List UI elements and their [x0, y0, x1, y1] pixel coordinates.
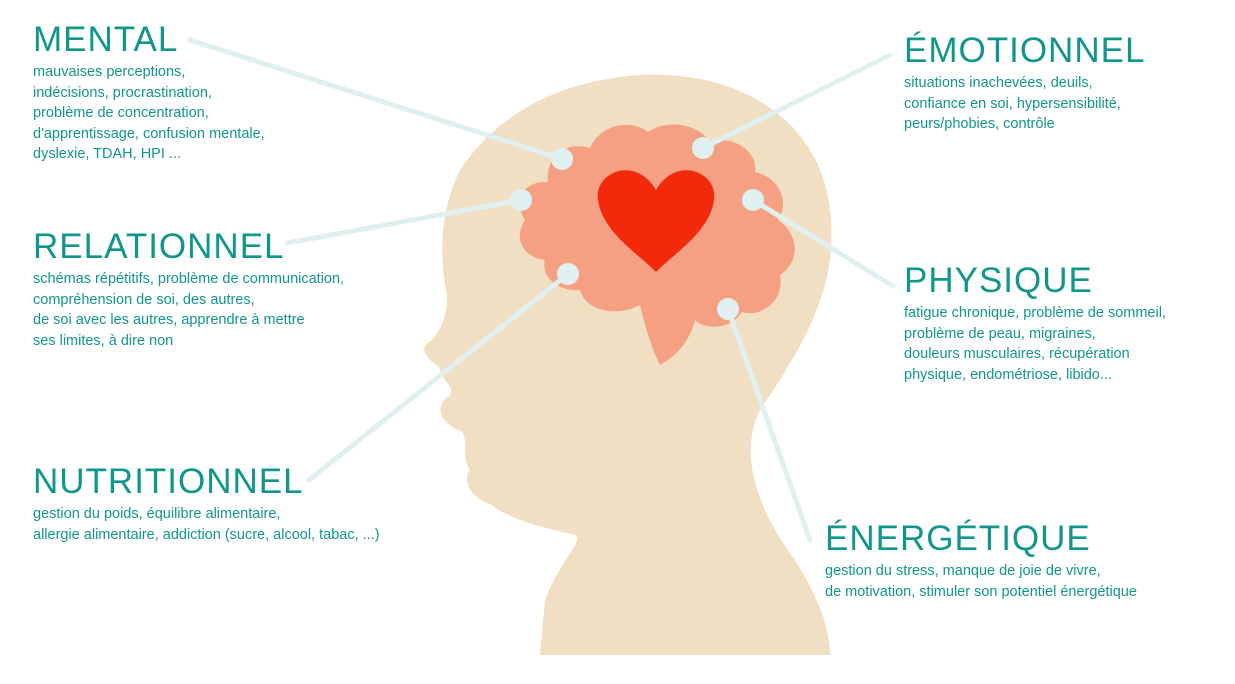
connector-dot-relationnel [510, 189, 532, 211]
section-text-nutritionnel: gestion du poids, équilibre alimentaire,… [33, 504, 380, 545]
connector-energetique [725, 306, 813, 543]
connector-dot-nutritionnel [557, 263, 579, 285]
text-line: situations inachevées, deuils, [904, 75, 1093, 91]
section-physique: PHYSIQUE fatigue chronique, problème de … [904, 263, 1166, 385]
text-line: mauvaises perceptions, [33, 64, 186, 80]
text-line: dyslexie, TDAH, HPI ... [33, 146, 181, 163]
section-title-emotionnel: ÉMOTIONNEL [904, 31, 1146, 70]
connector-nutritionnel [306, 271, 571, 483]
section-title-mental: MENTAL [33, 20, 179, 59]
text-line: douleurs musculaires, récupération [904, 346, 1130, 363]
text-line: problème de peau, migraines, [904, 325, 1096, 342]
connector-emotionnel [700, 52, 893, 151]
section-emotionnel: ÉMOTIONNEL situations inachevées, deuils… [904, 33, 1145, 135]
section-text-relationnel: schémas répétitifs, problème de communic… [33, 269, 344, 351]
text-line: gestion du poids, équilibre alimentaire, [33, 506, 281, 522]
section-title-nutritionnel: NUTRITIONNEL [33, 462, 304, 501]
text-line: allergie alimentaire, addiction (sucre, … [33, 526, 380, 543]
section-energetique: ÉNERGÉTIQUE gestion du stress, manque de… [825, 521, 1137, 602]
text-line: physique, endométriose, libido... [904, 366, 1112, 383]
section-text-energetique: gestion du stress, manque de joie de viv… [825, 561, 1137, 602]
text-line: ses limites, à dire non [33, 332, 174, 349]
section-nutritionnel: NUTRITIONNEL gestion du poids, équilibre… [33, 464, 380, 545]
section-text-emotionnel: situations inachevées, deuils, confiance… [904, 73, 1145, 135]
section-relationnel: RELATIONNEL schémas répétitifs, problème… [33, 229, 344, 351]
text-line: indécisions, procrastination, [33, 84, 212, 101]
connector-dot-mental [551, 148, 573, 170]
connector-dot-emotionnel [692, 137, 714, 159]
text-line: gestion du stress, manque de joie de viv… [825, 563, 1101, 579]
connector-relationnel [284, 197, 524, 246]
text-line: de motivation, stimuler son potentiel én… [825, 583, 1137, 600]
connector-dot-energetique [717, 298, 739, 320]
connector-physique [750, 197, 896, 289]
section-text-physique: fatigue chronique, problème de sommeil, … [904, 303, 1166, 385]
text-line: peurs/phobies, contrôle [904, 116, 1055, 133]
text-line: compréhension de soi, des autres, [33, 291, 255, 308]
text-line: d'apprentissage, confusion mentale, [33, 125, 265, 142]
section-title-relationnel: RELATIONNEL [33, 227, 285, 266]
text-line: de soi avec les autres, apprendre à mett… [33, 312, 305, 329]
text-line: problème de concentration, [33, 105, 209, 122]
section-mental: MENTAL mauvaises perceptions, indécision… [33, 22, 265, 165]
section-title-energetique: ÉNERGÉTIQUE [825, 519, 1091, 558]
section-text-mental: mauvaises perceptions, indécisions, proc… [33, 62, 265, 165]
connector-dot-physique [742, 189, 764, 211]
connector-mental [187, 37, 565, 162]
text-line: schémas répétitifs, problème de communic… [33, 271, 345, 287]
section-title-physique: PHYSIQUE [904, 261, 1093, 300]
heart-icon [597, 170, 715, 272]
text-line: confiance en soi, hypersensibilité, [904, 95, 1121, 112]
text-line: fatigue chronique, problème de sommeil, [904, 305, 1166, 321]
